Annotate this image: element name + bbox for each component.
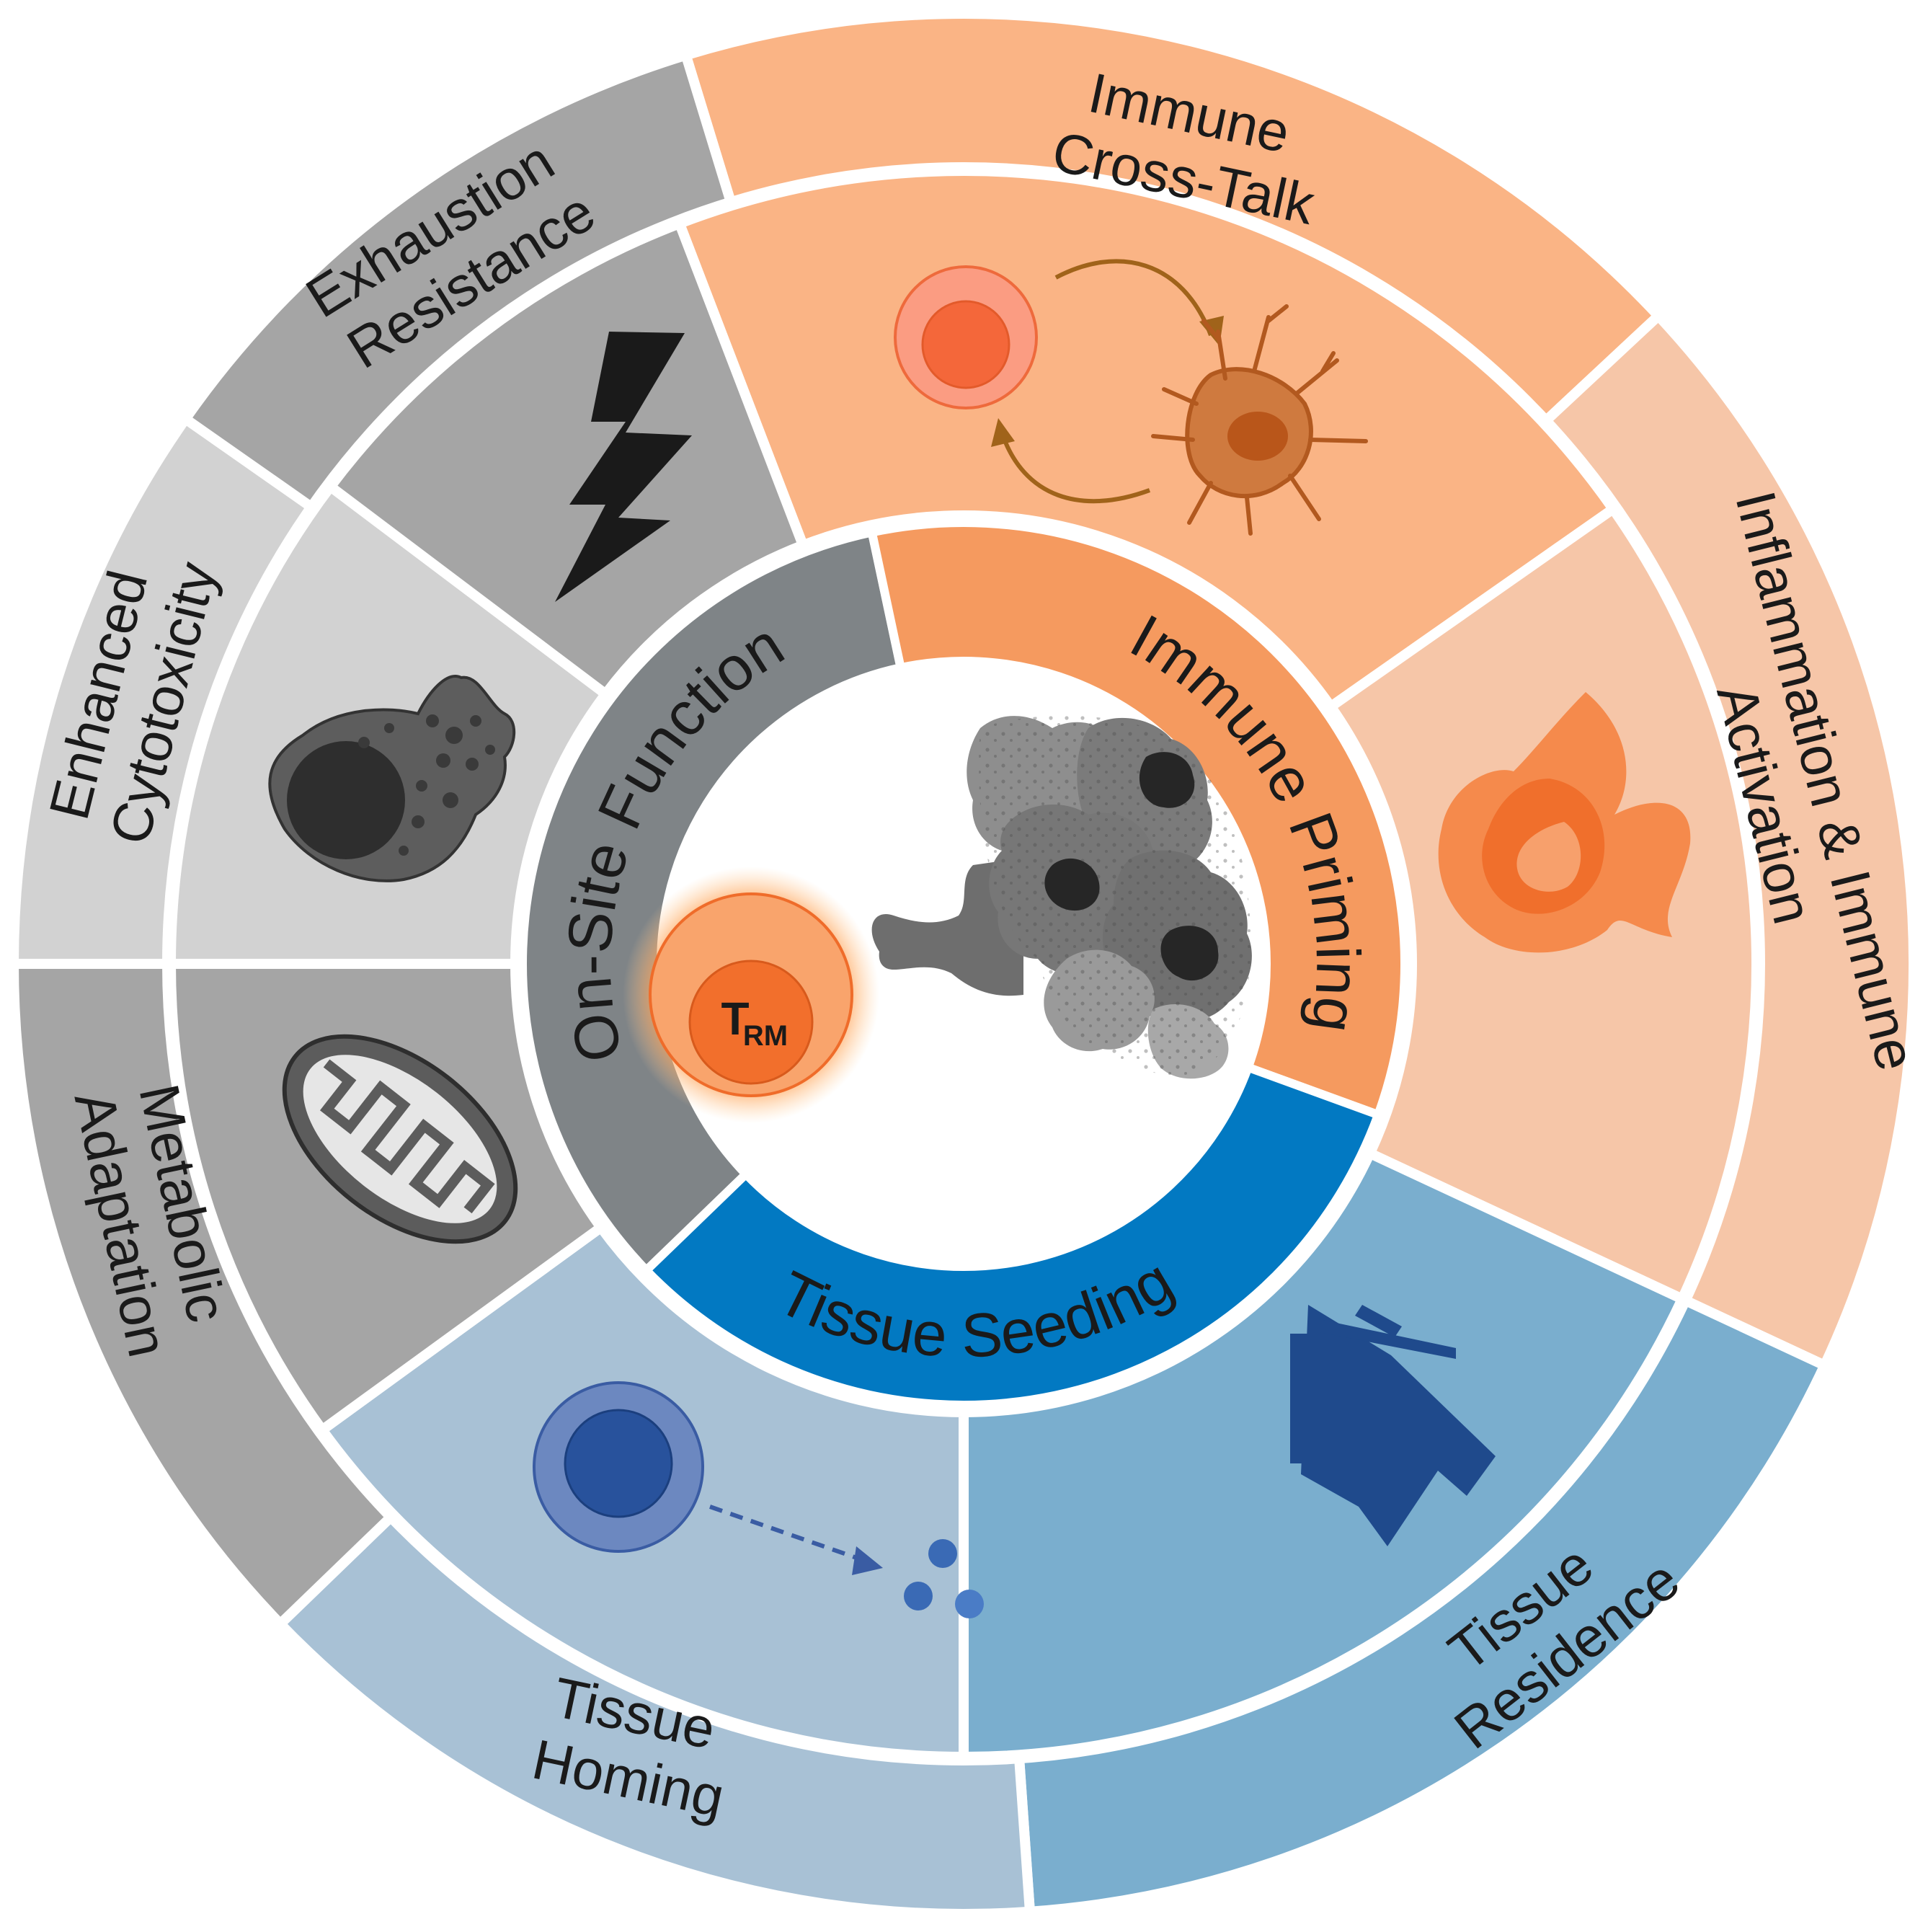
trm-cell-icon: T RM (623, 867, 879, 1123)
ring-separator-outer (162, 162, 1765, 1765)
cytotoxic-cell-icon (268, 675, 516, 882)
mitochondrion-icon (282, 1034, 518, 1244)
cell-migration-icon (533, 1381, 984, 1618)
flame-icon (1438, 692, 1691, 953)
lightning-icon (555, 332, 692, 602)
trm-label-subscript: RM (743, 1020, 788, 1052)
tumor-cell-cluster-icon (871, 715, 1252, 1079)
trm-label: T (721, 993, 749, 1045)
house-icon (1290, 1305, 1496, 1546)
dendritic-cell-cross-talk-icon (894, 259, 1368, 536)
